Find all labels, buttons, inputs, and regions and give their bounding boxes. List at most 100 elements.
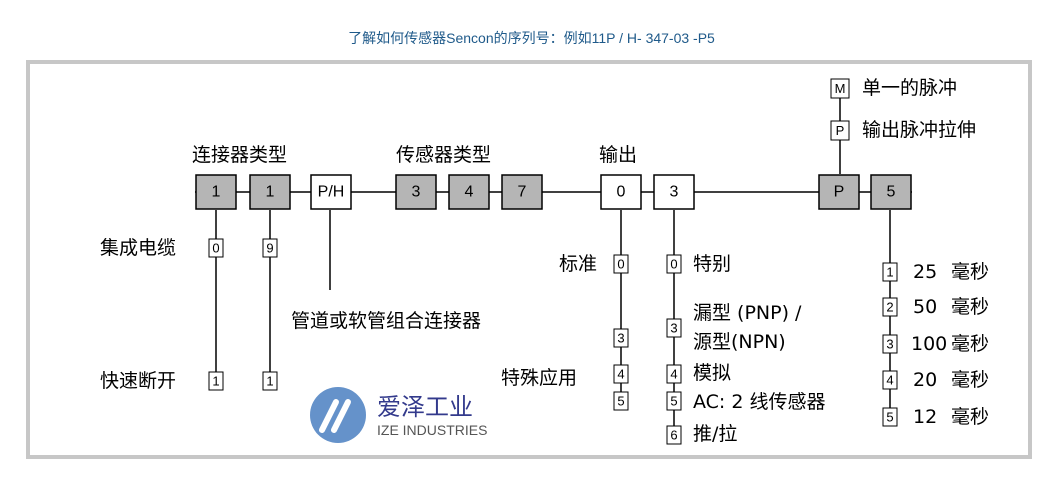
code-box-label: 3 [412, 184, 421, 201]
conn2-option-1: 1 [262, 371, 278, 391]
pulse-time-code: 1 [886, 265, 893, 280]
pulse-option-code: M [835, 81, 846, 96]
pulse-time-code: 5 [886, 410, 893, 425]
out0-option: 0 [613, 254, 629, 274]
out3-option-code: 6 [670, 428, 677, 443]
code-box-rect [249, 174, 291, 210]
pulse-time-unit: 毫秒 [951, 261, 989, 283]
out0-option: 5 [613, 391, 629, 411]
code-box-rect [600, 174, 642, 210]
conn2-option-code: 1 [266, 374, 273, 389]
code-box-label: 0 [617, 184, 626, 201]
out3-option-label: 推/拉 [693, 423, 737, 445]
code-box-label: P/H [318, 184, 345, 201]
pulse-time-value: 20 [913, 369, 937, 391]
logo-icon [310, 387, 366, 443]
out0-option-code: 5 [617, 394, 624, 409]
out0-option-code: 0 [617, 257, 624, 272]
pulse-time-unit: 毫秒 [951, 333, 989, 355]
out3-option: 4 [666, 364, 682, 384]
out3-option: 6 [666, 425, 682, 445]
pulse-time-code: 2 [886, 300, 893, 315]
code-box-rect [310, 174, 352, 210]
code-box-label: 5 [887, 184, 896, 201]
code-box: 4 [448, 174, 490, 210]
code-box: P/H [310, 174, 352, 210]
code-box-label: 3 [670, 184, 679, 201]
code-box-label: P [834, 184, 845, 201]
conn1-option-label: 快速断开 [100, 370, 176, 392]
pulse-time-code: 4 [886, 373, 893, 388]
out3-option-label: 模拟 [693, 362, 731, 384]
pulse-time-3: 3 [882, 334, 898, 354]
pulse-option-p: P [830, 120, 850, 141]
code-box: 1 [249, 174, 291, 210]
code-box-rect [653, 174, 695, 210]
conn1-option-label: 集成电缆 [100, 237, 176, 259]
pulse-option-label: 单一的脉冲 [862, 77, 957, 99]
out3-option-label: AC: 2 线传感器 [693, 391, 826, 413]
header-connector-type: 连接器类型 [192, 144, 287, 166]
conn2-option-code: 9 [266, 241, 273, 256]
pulse-time-4: 4 [882, 370, 898, 390]
out3-option: 5 [666, 391, 682, 411]
code-box: P [818, 174, 860, 210]
out3-option: 0 [666, 254, 682, 274]
code-box-label: 7 [518, 184, 527, 201]
out0-option-code: 3 [617, 331, 624, 346]
out3-option: 3 [666, 318, 682, 338]
pulse-time-value: 100 [911, 333, 947, 355]
logo-en-text: IZE INDUSTRIES [377, 422, 487, 438]
pulse-time-5: 5 [882, 407, 898, 427]
pulse-time-unit: 毫秒 [951, 369, 989, 391]
pulse-time-unit: 毫秒 [951, 406, 989, 428]
conn1-option-code: 0 [212, 241, 219, 256]
conn1-option-code: 1 [212, 374, 219, 389]
code-box-rect [818, 174, 860, 210]
code-box-label: 1 [212, 184, 221, 201]
logo-mark [319, 399, 351, 433]
logo-cn-text: 爱泽工业 [377, 393, 473, 421]
pulse-time-2: 2 [882, 297, 898, 317]
out0-option-label: 标准 [559, 253, 597, 275]
out0-option: 4 [613, 364, 629, 384]
out3-option-code: 4 [670, 367, 677, 382]
code-box: 5 [870, 174, 912, 210]
header-output: 输出 [599, 144, 637, 166]
conn1-option-1: 1 [208, 371, 224, 391]
code-box-rect [870, 174, 912, 210]
out3-option-label: 特别 [693, 253, 731, 275]
header-sensor-type: 传感器类型 [396, 144, 491, 166]
pulse-option-label: 输出脉冲拉伸 [862, 119, 976, 141]
out0-option-code: 4 [617, 367, 624, 382]
main-boxes: 1 1 P/H 3 4 7 0 3 P 5 [195, 174, 912, 210]
pulse-time-value: 25 [913, 261, 937, 283]
pulse-time-1: 1 [882, 262, 898, 282]
out0-option-label: 特殊应用 [501, 367, 577, 389]
pulse-time-value: 50 [913, 296, 937, 318]
pulse-time-code: 3 [886, 337, 893, 352]
conn1-option-0: 0 [208, 238, 224, 258]
ize-logo: 爱泽工业 IZE INDUSTRIES [310, 387, 487, 443]
diagram-frame [26, 60, 1032, 459]
ph-label: 管道或软管组合连接器 [291, 310, 481, 332]
code-box: 3 [395, 174, 437, 210]
pulse-time-value: 12 [913, 406, 937, 428]
code-box: 3 [653, 174, 695, 210]
code-box: 0 [600, 174, 642, 210]
pulse-time-unit: 毫秒 [951, 296, 989, 318]
out3-option-label: 源型(NPN) [693, 331, 786, 353]
pulse-option-m: M [830, 78, 850, 99]
out3-option-code: 3 [670, 321, 677, 336]
conn2-option-9: 9 [262, 238, 278, 258]
code-box-rect [395, 174, 437, 210]
code-box-rect [501, 174, 543, 210]
code-box-label: 4 [465, 184, 474, 201]
code-box-rect [448, 174, 490, 210]
pulse-option-code: P [836, 123, 845, 138]
code-box-rect [195, 174, 237, 210]
code-box-label: 1 [266, 184, 275, 201]
code-box: 7 [501, 174, 543, 210]
out3-option-label: 漏型 (PNP) / [693, 302, 802, 324]
